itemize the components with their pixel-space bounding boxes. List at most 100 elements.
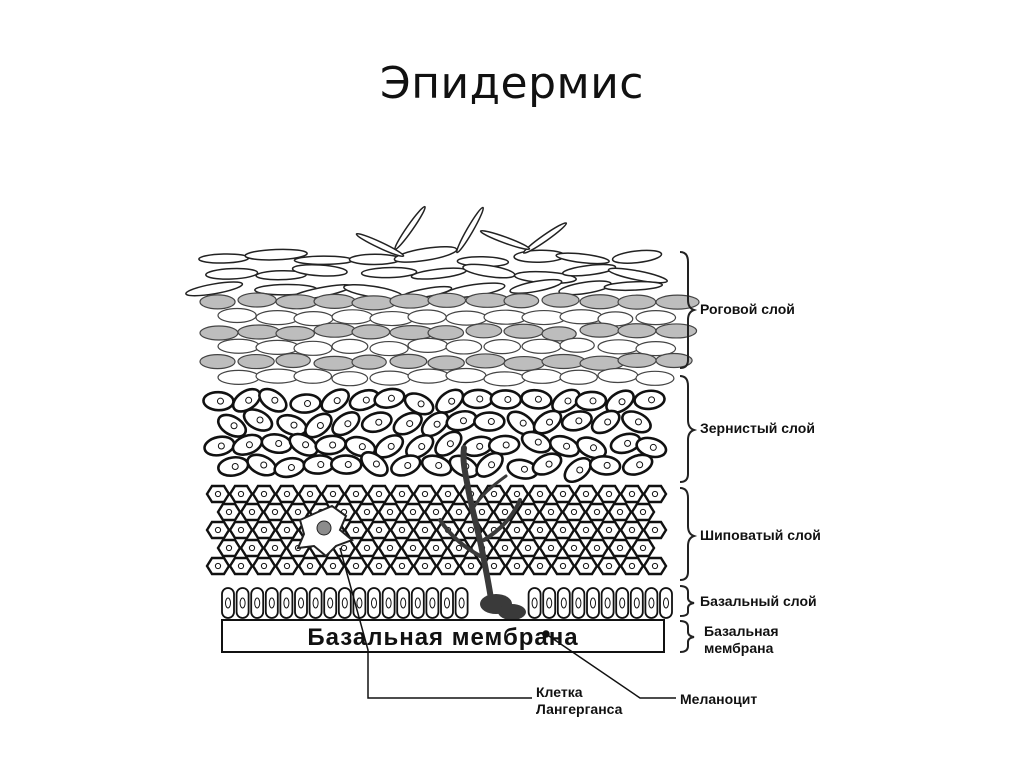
granular-nucleus — [534, 438, 542, 446]
basal-cell — [221, 587, 235, 619]
spinous-nucleus — [651, 526, 659, 534]
granular-cell — [621, 410, 652, 434]
corneum-cell — [407, 368, 450, 384]
spinous-nucleus — [352, 490, 360, 498]
granular-nucleus — [502, 441, 510, 449]
granular-cell — [445, 409, 478, 432]
corneum-cell — [407, 309, 447, 325]
spinous-cell — [366, 520, 392, 540]
spinous-cell — [423, 538, 449, 558]
corneum-cell — [369, 310, 415, 327]
spinous-cell — [596, 520, 622, 540]
spinous-nucleus — [651, 490, 659, 498]
granular-nucleus — [362, 396, 370, 404]
granular-nucleus — [590, 444, 598, 452]
corneum-cell — [389, 293, 431, 309]
granular-nucleus — [387, 442, 395, 450]
corneum-cell — [217, 369, 260, 385]
granular-nucleus — [387, 394, 395, 402]
granular-nucleus — [418, 443, 426, 451]
basement-membrane-text: Базальная мембрана — [307, 624, 578, 651]
corneum-cell — [445, 339, 483, 355]
spinous-nucleus — [386, 544, 394, 552]
granular-cell — [258, 387, 288, 413]
spinous-cell — [550, 520, 576, 540]
spinous-cell — [607, 538, 633, 558]
spinous-nucleus — [593, 544, 601, 552]
spinous-cell — [239, 538, 265, 558]
spinous-cell — [320, 484, 346, 504]
brace-spinosum — [679, 487, 698, 581]
spinous-nucleus — [363, 508, 371, 516]
granular-cell — [560, 410, 593, 432]
granular-cell — [403, 392, 435, 416]
corneum-cell — [199, 354, 236, 370]
basal-cell — [264, 587, 279, 619]
basal-nucleus — [663, 597, 669, 609]
spinous-cell — [573, 520, 599, 540]
corneum-cell — [597, 339, 641, 355]
corneum-cell — [559, 309, 603, 325]
spinous-nucleus — [283, 562, 291, 570]
spinous-cell — [550, 556, 576, 576]
spinous-nucleus — [432, 508, 440, 516]
corneum-cell — [541, 353, 587, 370]
corneum-cell — [237, 353, 275, 370]
granular-cell — [304, 412, 333, 439]
spinous-nucleus — [570, 508, 578, 516]
spinous-cell — [262, 538, 288, 558]
granular-nucleus — [534, 395, 542, 403]
granular-nucleus — [519, 419, 527, 427]
granular-nucleus — [589, 397, 597, 405]
granular-cell — [489, 389, 523, 410]
basal-nucleus — [239, 597, 246, 609]
corneum-cell — [465, 353, 506, 369]
spinous-cell — [538, 502, 564, 522]
spinous-nucleus — [386, 508, 394, 516]
corneum-cell — [369, 370, 411, 386]
spinous-cell — [205, 520, 231, 540]
spinous-nucleus — [237, 490, 245, 498]
spinous-nucleus — [605, 562, 613, 570]
spinous-cell — [412, 484, 438, 504]
granular-cell — [487, 434, 521, 456]
granular-cell — [289, 393, 322, 414]
granular-nucleus — [231, 462, 239, 470]
basal-nucleus — [312, 597, 319, 609]
corneum-cell — [255, 368, 301, 384]
spinous-nucleus — [352, 562, 360, 570]
basal-cell — [586, 587, 600, 619]
granular-cell — [360, 411, 393, 434]
corneum-cell — [351, 324, 391, 340]
basement-membrane — [221, 619, 665, 653]
basal-nucleus — [575, 597, 582, 609]
corneum-cell — [541, 326, 577, 342]
corneum-cell — [579, 294, 621, 310]
brace-granulosum — [679, 375, 698, 483]
basal-nucleus — [225, 597, 231, 609]
spinous-nucleus — [501, 544, 509, 552]
granular-nucleus — [317, 461, 325, 469]
basal-cell — [250, 587, 265, 619]
granular-nucleus — [260, 461, 268, 469]
spinous-nucleus — [628, 526, 636, 534]
brace-basale — [679, 585, 695, 617]
granular-cell — [532, 409, 563, 435]
spinous-nucleus — [409, 544, 417, 552]
granular-cell — [246, 453, 278, 477]
label-stratum-spinosum: Шиповатый слой — [700, 527, 821, 543]
corneum-cell — [521, 338, 562, 354]
granular-cell — [605, 389, 635, 415]
spinous-cell — [642, 520, 668, 540]
corneum-cell — [503, 355, 545, 372]
spinous-nucleus — [306, 562, 314, 570]
spinous-cell — [274, 520, 300, 540]
corneum-cell — [445, 310, 488, 326]
label-stratum-corneum: Роговой слой — [700, 301, 795, 317]
spinous-cell — [550, 484, 576, 504]
spinous-nucleus — [524, 544, 532, 552]
spinous-cell — [228, 484, 254, 504]
spinous-cell — [584, 538, 610, 558]
spinous-nucleus — [536, 562, 544, 570]
